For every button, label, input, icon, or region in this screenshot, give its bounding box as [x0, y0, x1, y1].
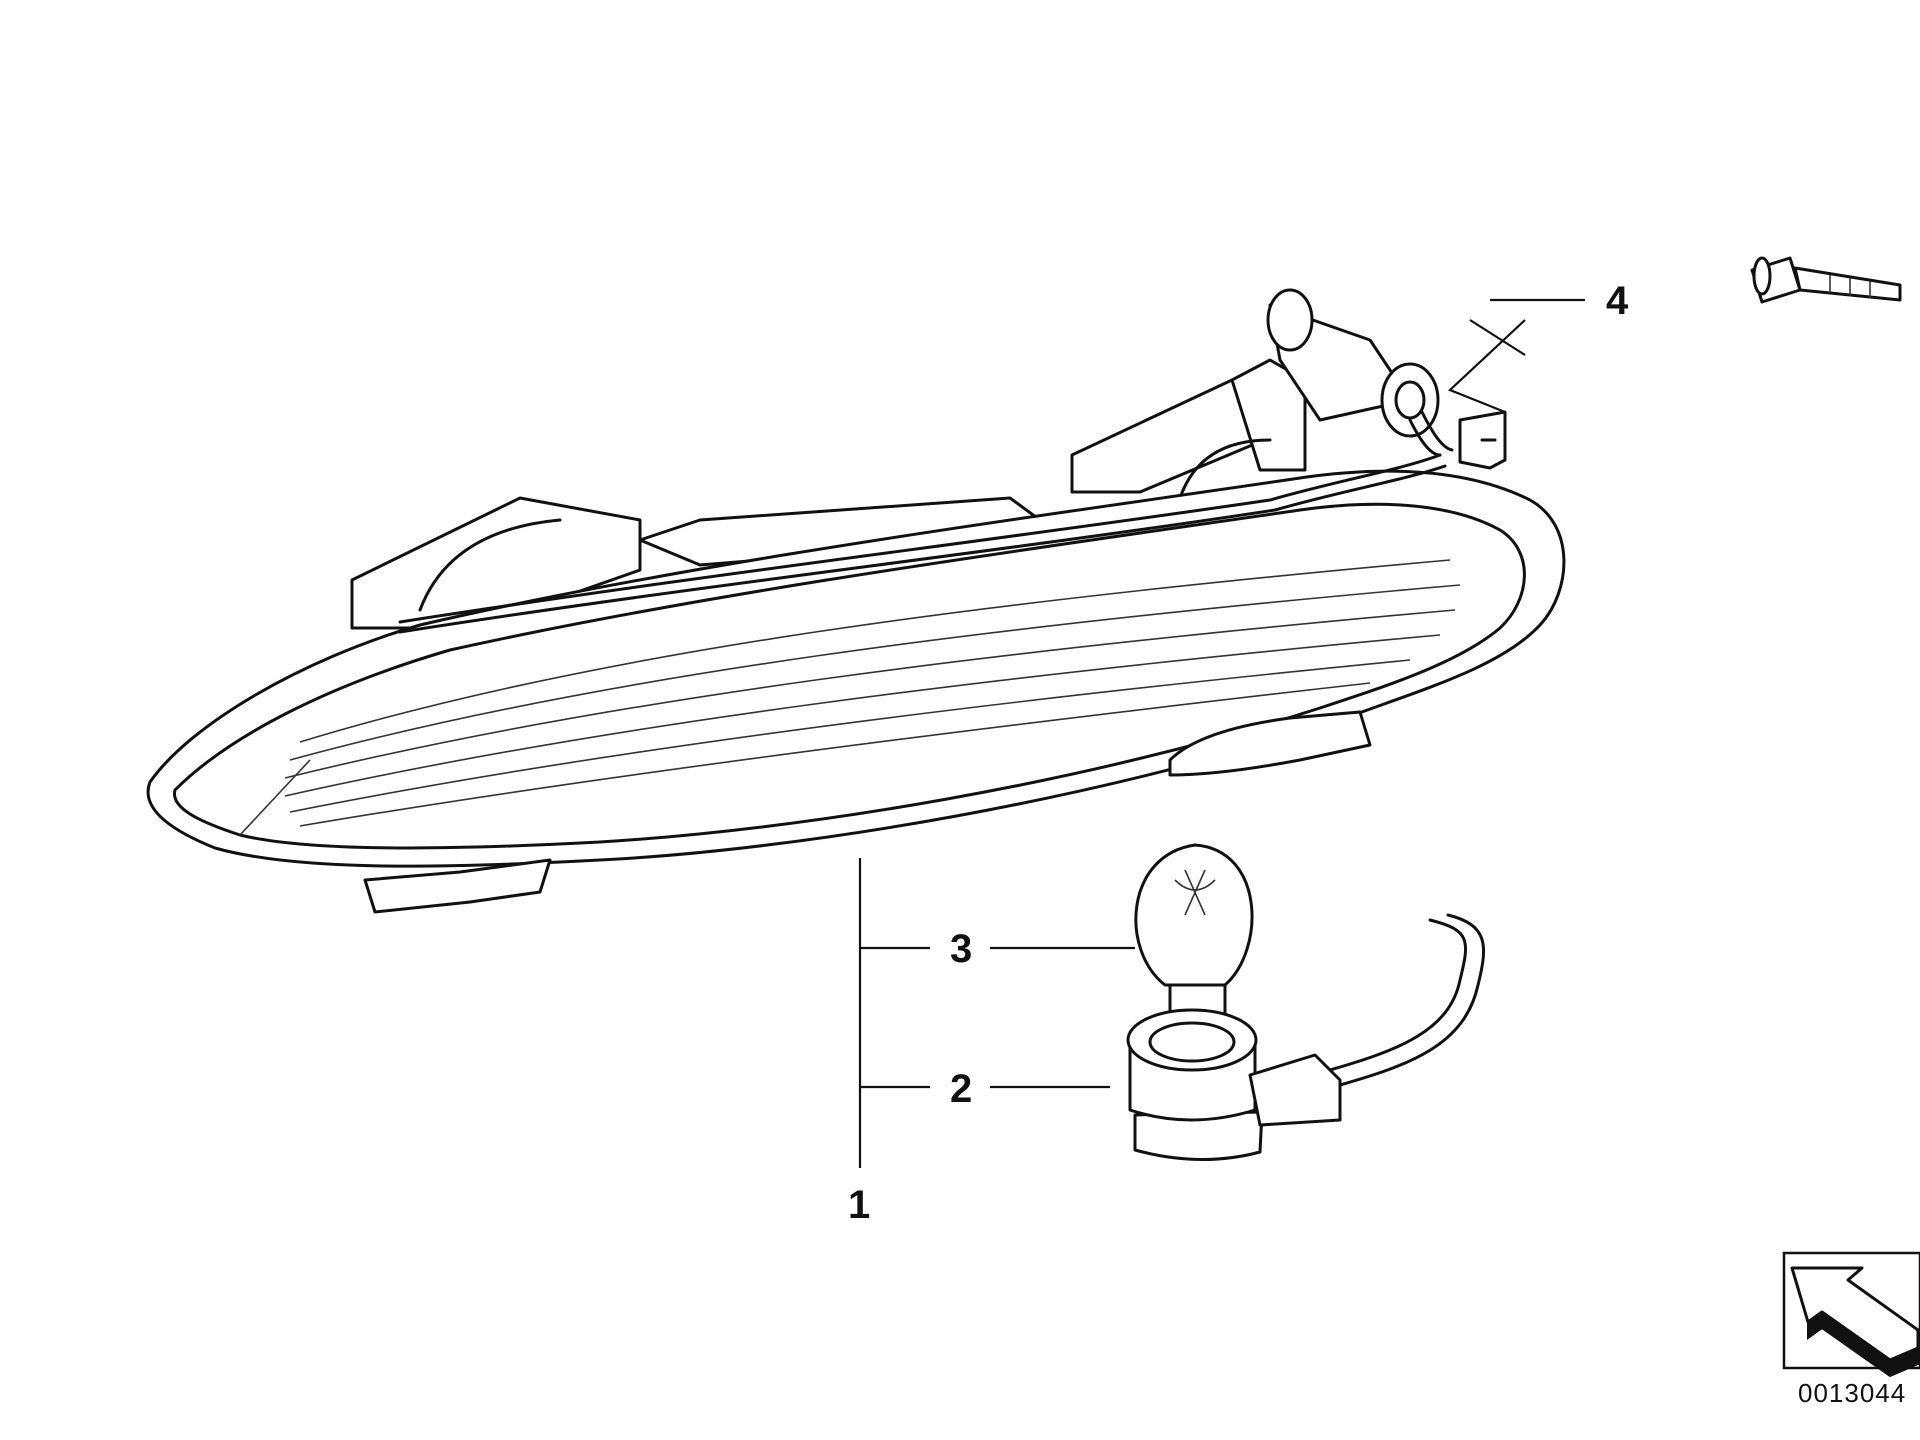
leader-lines — [858, 298, 1585, 1168]
socket-drawing — [1126, 913, 1485, 1161]
lamp-assembly-drawing — [146, 288, 1566, 914]
arrow-orientation-icon — [1782, 1251, 1920, 1378]
bulb-drawing — [1134, 843, 1254, 1024]
callout-part-2: 2 — [950, 1067, 972, 1111]
callout-part-4: 4 — [1606, 279, 1629, 323]
reference-number: 0013044 — [1798, 1378, 1906, 1408]
screw-drawing — [1750, 256, 1902, 304]
callout-part-1: 1 — [848, 1183, 870, 1227]
callout-part-3: 3 — [950, 927, 972, 971]
